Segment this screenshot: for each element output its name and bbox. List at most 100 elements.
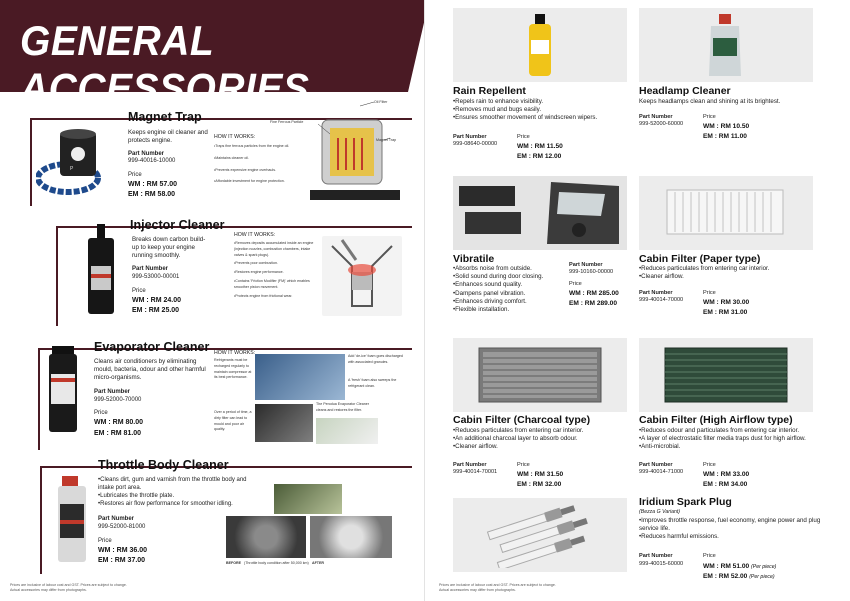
injector-price-em: EM : RM 25.00 xyxy=(132,307,180,314)
cabin-paper-pn-label: Part Number xyxy=(639,290,673,296)
per-piece-note: (Per piece) xyxy=(749,574,775,580)
how-item: Protects engine from frictional wear. xyxy=(234,294,320,300)
how-item: Removes deposits accumulated inside an e… xyxy=(234,241,320,258)
cabin-charcoal-pn: 999-40014-70001 xyxy=(453,469,498,475)
throttle-price-label: Price xyxy=(98,538,112,544)
spark-price-label: Price xyxy=(703,553,716,559)
evaporator-how-title: HOW IT WORKS: xyxy=(214,350,256,356)
vibratile-price-label: Price xyxy=(569,281,582,287)
spark-subtitle: (Bezza G Variant) xyxy=(639,509,681,515)
magnet-trap-title: Magnet Trap xyxy=(128,110,202,124)
cabin-charcoal-title: Cabin Filter (Charcoal type) xyxy=(453,414,591,426)
injector-frame xyxy=(56,226,412,326)
cabin-paper-title: Cabin Filter (Paper type) xyxy=(639,253,761,265)
bullet-item: Ensures smoother movement of windscreen … xyxy=(453,114,643,122)
throttle-price-em: EM : RM 37.00 xyxy=(98,557,146,564)
bullet-item: Flexible installation. xyxy=(453,306,573,314)
rain-repellent-photo xyxy=(529,14,551,76)
evaporator-title: Evaporator Cleaner xyxy=(94,340,210,354)
cabin-high-pn: 999-40014-71000 xyxy=(639,469,684,475)
bullet-item: Enhances sound quality. xyxy=(453,281,573,289)
rain-price-label: Price xyxy=(517,134,530,140)
injector-pn: 999-53000-00001 xyxy=(132,274,180,280)
vibratile-pn: 999-10160-00000 xyxy=(569,269,614,275)
rain-pn-label: Part Number xyxy=(453,134,487,140)
headlamp-pn-label: Part Number xyxy=(639,114,673,120)
bullet-item: Reduces harmful emissions. xyxy=(639,533,835,541)
cabin-paper-price-label: Price xyxy=(703,290,716,296)
injector-price-wm: WM : RM 24.00 xyxy=(132,297,182,304)
rain-pn: 999-08640-00000 xyxy=(453,141,498,147)
spark-price-wm: WM : RM 51.00 (Per piece) xyxy=(703,562,776,572)
headlamp-desc: Keeps headlamps clean and shining at its… xyxy=(639,98,781,105)
throttle-photo-after xyxy=(310,516,392,558)
throttle-pn-label: Part Number xyxy=(98,516,135,522)
throttle-price-wm: WM : RM 36.00 xyxy=(98,547,148,554)
cabin-high-title: Cabin Filter (High Airflow type) xyxy=(639,414,793,426)
throttle-cleaner-photo xyxy=(58,476,86,562)
label-fine-particle: Fine Ferrous Particle xyxy=(270,120,304,124)
headlamp-price-em: EM : RM 11.00 xyxy=(703,133,747,140)
evaporator-photo-2 xyxy=(255,404,313,442)
bullet-item: Restores air flow performance for smooth… xyxy=(98,500,258,508)
cabin-charcoal-price-label: Price xyxy=(517,462,530,468)
label-with-magnet: WITH MAGNET TRAP xyxy=(318,200,355,204)
vibratile-title: Vibratile xyxy=(453,253,495,265)
evaporator-price-label: Price xyxy=(94,410,108,416)
vibratile-bullets: Absorbs noise from outside. Solid sound … xyxy=(453,265,573,314)
throttle-title: Throttle Body Cleaner xyxy=(98,458,229,472)
left-page: GENERAL ACCESSORIES Magnet Trap P Keeps … xyxy=(0,0,425,601)
magnet-trap-desc: Keeps engine oil cleaner and protects en… xyxy=(128,129,208,144)
evaporator-frame xyxy=(38,348,412,450)
before-note: (Throttle body condition after 50,000 km… xyxy=(244,561,309,565)
spark-pn-label: Part Number xyxy=(639,553,673,559)
spark-pn: 999-40015-60000 xyxy=(639,561,684,567)
bullet-item: Anti-microbial. xyxy=(639,443,847,451)
magnet-trap-diagram xyxy=(310,101,400,200)
how-item: Prevents poor combustion. xyxy=(234,261,320,267)
evaporator-cleaner-photo xyxy=(49,346,77,432)
right-footnote-2: Actual accessories may differ from photo… xyxy=(439,588,516,592)
spark-price-wm-value: WM : RM 51.00 xyxy=(703,563,750,570)
injector-diagram xyxy=(322,236,402,316)
cabin-paper-bullets: Reduces particulates from entering car i… xyxy=(639,265,844,281)
evaporator-label-b: A 'fresh' foam also sweeps the refrigera… xyxy=(348,378,397,388)
how-item: Affordable investment for engine protect… xyxy=(214,179,306,185)
left-footnote-2: Actual accessories may differ from photo… xyxy=(10,588,87,592)
cabin-paper-price-em: EM : RM 31.00 xyxy=(703,309,748,316)
bullet-item: Cleaner airflow. xyxy=(639,273,844,281)
bullet-item: An additional charcoal layer to absorb o… xyxy=(453,435,633,443)
rain-price-em: EM : RM 12.00 xyxy=(517,153,562,160)
headlamp-price-wm: WM : RM 10.50 xyxy=(703,123,750,130)
left-footnote-1: Prices are inclusive of labour cost and … xyxy=(10,583,127,587)
injector-price-label: Price xyxy=(132,288,146,294)
cabin-high-bullets: Reduces odour and particulates from ente… xyxy=(639,427,847,452)
headlamp-pn: 999-52000-60000 xyxy=(639,121,684,127)
svg-text:P: P xyxy=(70,166,74,172)
headlamp-title: Headlamp Cleaner xyxy=(639,85,731,97)
before-label: BEFORE xyxy=(226,561,241,565)
magnet-trap-pn: 999-40016-10000 xyxy=(128,158,176,164)
spark-plug-photo xyxy=(486,505,588,568)
cabin-charcoal-photo xyxy=(478,347,602,403)
cabin-high-pn-label: Part Number xyxy=(639,462,673,468)
magnet-trap-price-wm: WM : RM 57.00 xyxy=(128,181,178,188)
per-piece-note: (Per piece) xyxy=(751,564,777,570)
evaporator-price-em: EM : RM 81.00 xyxy=(94,430,142,437)
magnet-trap-how-title: HOW IT WORKS: xyxy=(214,134,256,140)
headlamp-price-label: Price xyxy=(703,114,716,120)
label-magnet-trap: Magnet Trap xyxy=(376,138,397,142)
magnet-trap-frame xyxy=(30,118,412,206)
throttle-pn: 999-52000-81000 xyxy=(98,524,146,530)
cabin-high-price-wm: WM : RM 33.00 xyxy=(703,471,750,478)
how-item: Maintains cleaner oil. xyxy=(214,156,306,162)
evaporator-pn-label: Part Number xyxy=(94,389,131,395)
label-oil-filter: Oil Filter xyxy=(374,100,388,104)
cabin-high-photo xyxy=(664,347,788,403)
magnet-trap-how-list: Traps fine ferrous particles from the en… xyxy=(214,144,306,185)
right-footnote-1: Prices are inclusive of labour cost and … xyxy=(439,583,556,587)
vibratile-price-wm: WM : RM 285.00 xyxy=(569,290,619,297)
evaporator-how-text2: Over a period of time, a dirty filter ca… xyxy=(214,410,252,432)
throttle-frame xyxy=(40,466,412,574)
spark-title: Iridium Spark Plug xyxy=(639,496,732,508)
